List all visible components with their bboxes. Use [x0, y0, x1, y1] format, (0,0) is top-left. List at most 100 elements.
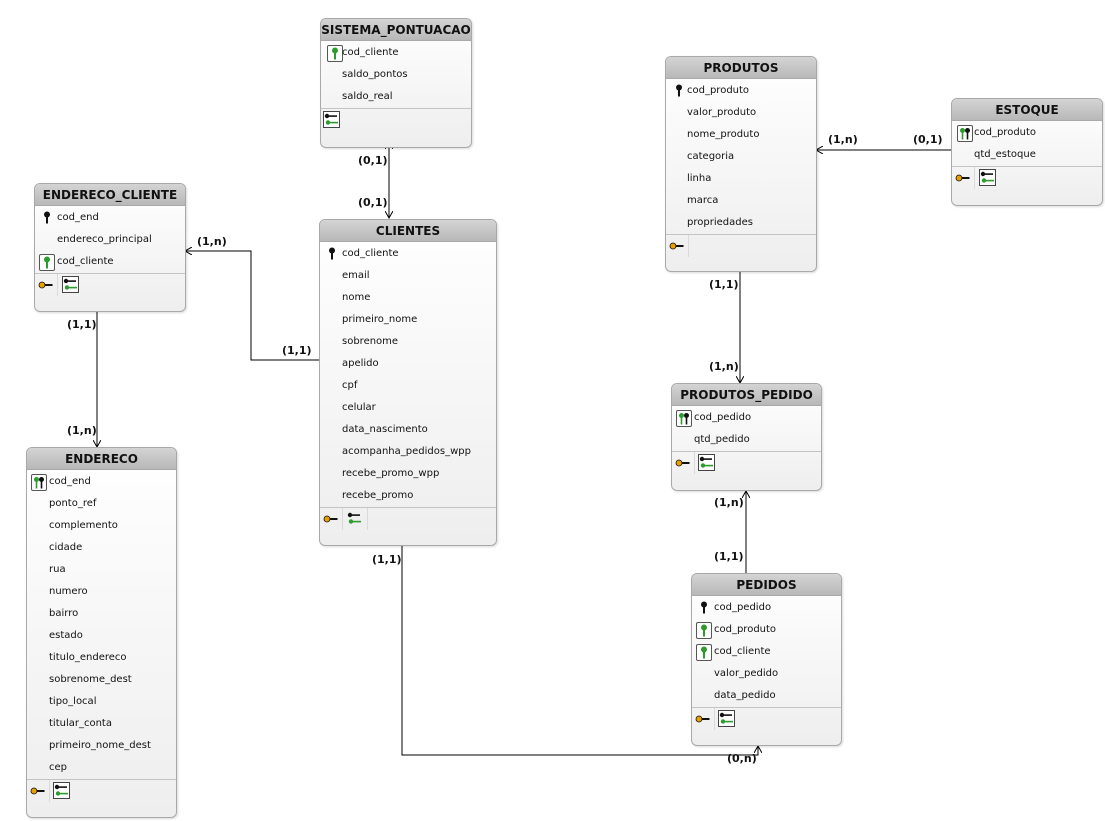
field-name: email — [342, 270, 370, 281]
field-row[interactable]: cpf — [320, 375, 496, 397]
entity-title: PEDIDOS — [692, 574, 841, 596]
primary-foreign-key-icon — [676, 410, 692, 427]
entity-endereco-cliente[interactable]: ENDERECO_CLIENTE cod_end endereco_princi… — [34, 183, 186, 312]
field-name: cod_cliente — [57, 256, 114, 267]
field-row[interactable]: sobrenome — [320, 331, 496, 353]
field-row[interactable]: qtd_pedido — [672, 429, 821, 451]
field-row[interactable]: celular — [320, 397, 496, 419]
entity-endereco[interactable]: ENDERECO cod_end ponto_ref complemento c… — [26, 447, 177, 818]
field-name: propriedades — [687, 217, 753, 228]
field-row[interactable]: marca — [666, 190, 816, 212]
field-name: cod_pedido — [714, 602, 772, 613]
field-name: cod_produto — [974, 127, 1037, 138]
field-name: titulo_endereco — [49, 652, 127, 663]
field-row[interactable]: titular_conta — [27, 713, 176, 735]
field-row[interactable]: categoria — [666, 146, 816, 168]
field-row[interactable]: cod_end — [27, 471, 176, 493]
foreign-key-index-icon — [62, 276, 79, 293]
field-row[interactable]: cod_pedido — [672, 407, 821, 429]
field-name: primeiro_nome — [342, 314, 418, 325]
field-row[interactable]: numero — [27, 581, 176, 603]
field-name: qtd_estoque — [974, 149, 1036, 160]
field-name: celular — [342, 402, 376, 413]
field-row[interactable]: sobrenome_dest — [27, 669, 176, 691]
field-name: recebe_promo — [342, 490, 414, 501]
field-row[interactable]: recebe_promo_wpp — [320, 463, 496, 485]
field-row[interactable]: nome_produto — [666, 124, 816, 146]
field-row[interactable]: cod_pedido — [692, 597, 841, 619]
field-row[interactable]: cep — [27, 757, 176, 779]
field-name: cod_produto — [687, 85, 750, 96]
entity-title: PRODUTOS_PEDIDO — [672, 384, 821, 406]
field-row[interactable]: primeiro_nome — [320, 309, 496, 331]
entity-produtos[interactable]: PRODUTOS cod_produto valor_produto nome_… — [665, 56, 817, 272]
field-name: cod_cliente — [342, 248, 399, 259]
index-key-icon — [38, 277, 54, 293]
cardinality-label: (0,n) — [727, 752, 757, 765]
field-row[interactable]: ponto_ref — [27, 493, 176, 515]
field-row[interactable]: cod_cliente — [320, 243, 496, 265]
field-row[interactable]: cod_cliente — [692, 641, 841, 663]
field-name: tipo_local — [49, 696, 97, 707]
field-row[interactable]: propriedades — [666, 212, 816, 234]
entity-clientes[interactable]: CLIENTES cod_cliente email nome primeiro… — [319, 219, 497, 546]
field-row[interactable]: cod_end — [35, 207, 185, 229]
field-name: cod_end — [49, 476, 91, 487]
field-row[interactable]: endereco_principal — [35, 229, 185, 251]
field-row[interactable]: valor_produto — [666, 102, 816, 124]
field-row[interactable]: cod_cliente — [35, 251, 185, 273]
foreign-key-index-icon — [323, 111, 340, 128]
field-name: primeiro_nome_dest — [49, 740, 151, 751]
field-name: estado — [49, 630, 83, 641]
field-row[interactable]: data_pedido — [692, 685, 841, 707]
field-row[interactable]: cod_cliente — [321, 42, 471, 64]
field-row[interactable]: cod_produto — [666, 80, 816, 102]
field-row[interactable]: cidade — [27, 537, 176, 559]
foreign-key-icon — [327, 45, 343, 62]
cardinality-label: (1,1) — [709, 278, 739, 291]
field-name: valor_pedido — [714, 668, 779, 679]
field-row[interactable]: bairro — [27, 603, 176, 625]
field-row[interactable]: acompanha_pedidos_wpp — [320, 441, 496, 463]
field-row[interactable]: apelido — [320, 353, 496, 375]
field-row[interactable]: email — [320, 265, 496, 287]
field-row[interactable]: cod_produto — [952, 122, 1102, 144]
field-name: linha — [687, 173, 712, 184]
entity-title: ENDERECO_CLIENTE — [35, 184, 185, 206]
field-row[interactable]: valor_pedido — [692, 663, 841, 685]
entity-sistema-pontuacao[interactable]: SISTEMA_PONTUACAO cod_cliente saldo_pont… — [320, 18, 472, 148]
field-row[interactable]: saldo_pontos — [321, 64, 471, 86]
cardinality-label: (1,1) — [67, 318, 97, 331]
field-name: bairro — [49, 608, 79, 619]
cardinality-label: (0,1) — [913, 133, 943, 146]
index-key-icon — [30, 783, 46, 799]
field-row[interactable]: qtd_estoque — [952, 144, 1102, 166]
entity-index-bar — [27, 779, 176, 802]
primary-key-icon — [672, 83, 686, 98]
field-name: titular_conta — [49, 718, 112, 729]
field-name: acompanha_pedidos_wpp — [342, 446, 471, 457]
primary-foreign-key-icon — [957, 125, 973, 142]
entity-title: SISTEMA_PONTUACAO — [321, 19, 471, 41]
foreign-key-index-icon — [718, 710, 735, 727]
field-row[interactable]: rua — [27, 559, 176, 581]
entity-produtos-pedido[interactable]: PRODUTOS_PEDIDO cod_pedido qtd_pedido — [671, 383, 822, 491]
entity-index-bar — [35, 273, 185, 296]
field-row[interactable]: estado — [27, 625, 176, 647]
field-row[interactable]: primeiro_nome_dest — [27, 735, 176, 757]
field-row[interactable]: recebe_promo — [320, 485, 496, 507]
field-row[interactable]: linha — [666, 168, 816, 190]
field-row[interactable]: titulo_endereco — [27, 647, 176, 669]
field-row[interactable]: tipo_local — [27, 691, 176, 713]
field-row[interactable]: saldo_real — [321, 86, 471, 108]
field-row[interactable]: complemento — [27, 515, 176, 537]
entity-estoque[interactable]: ESTOQUE cod_produto qtd_estoque — [951, 98, 1103, 206]
field-name: qtd_pedido — [694, 434, 750, 445]
foreign-key-index-icon — [347, 511, 363, 527]
entity-pedidos[interactable]: PEDIDOS cod_pedido cod_produto cod_clien… — [691, 573, 842, 746]
field-row[interactable]: data_nascimento — [320, 419, 496, 441]
field-name: complemento — [49, 520, 118, 531]
field-row[interactable]: nome — [320, 287, 496, 309]
field-row[interactable]: cod_produto — [692, 619, 841, 641]
